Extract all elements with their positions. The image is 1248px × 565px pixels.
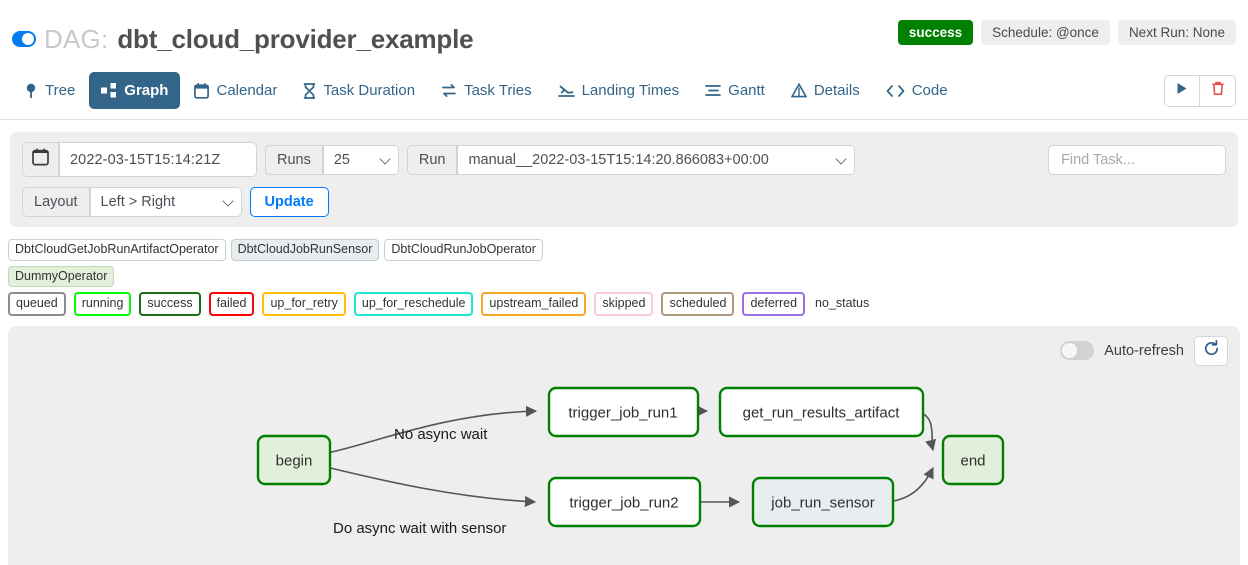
node-label: job_run_sensor [770,494,874,511]
node-label: end [960,452,985,469]
edge-begin-to-trigger1 [321,405,538,455]
gantt-icon [705,83,722,98]
graph-node-trigger-job-run1[interactable]: trigger_job_run1 [547,386,700,438]
calendar-icon [194,82,210,99]
refresh-button[interactable] [1194,335,1228,366]
graph-icon [101,83,117,98]
legend-state-up-for-reschedule: up_for_reschedule [353,292,474,316]
legend-state-skipped: skipped [594,292,654,316]
legend: DbtCloudGetJobRunArtifactOperator DbtClo… [8,239,1240,316]
legend-state-scheduled: scheduled [661,292,735,316]
tab-label: Code [911,82,948,99]
edge-begin-to-trigger2 [321,465,537,507]
base-date-input[interactable]: 2022-03-15T15:14:21Z [59,142,257,177]
tab-label: Task Duration [323,82,416,99]
tab-code[interactable]: Code [874,72,960,109]
num-runs-group: Runs 25 [265,144,399,175]
next-run-badge: Next Run: None [1117,19,1236,45]
layout-select[interactable]: Left > Right [89,187,242,217]
tab-label: Landing Times [581,82,680,99]
page-header: DAG: dbt_cloud_provider_example success … [0,0,1248,62]
graph-node-get-run-results-artifact[interactable]: get_run_results_artifact [718,386,925,438]
legend-operator-chip[interactable]: DummyOperator [8,265,115,288]
code-icon [886,84,905,98]
dag-tabbar: Tree Graph Calendar Task Duration Task T… [0,62,1248,120]
calendar-picker-button[interactable] [22,142,59,177]
run-group: Run manual__2022-03-15T15:14:20.866083+0… [406,144,856,175]
legend-states: queued running success failed up_for_ret… [8,292,1240,316]
landing-icon [557,83,575,98]
schedule-badge[interactable]: Schedule: @once [981,19,1110,45]
header-badges: success Schedule: @once Next Run: None [897,19,1236,45]
runs-label: Runs [265,144,323,175]
trash-icon [1211,81,1225,101]
graph-controls: Auto-refresh [1060,335,1228,366]
layout-row: Layout Left > Right Update [22,187,329,217]
tab-task-tries[interactable]: Task Tries [429,72,544,109]
retry-icon [441,83,457,98]
graph-node-trigger-job-run2[interactable]: trigger_job_run2 [547,476,702,528]
graph-node-job-run-sensor[interactable]: job_run_sensor [751,476,895,528]
tab-label: Details [813,82,860,99]
delete-dag-button[interactable] [1200,74,1236,107]
tab-label: Task Tries [464,82,532,99]
legend-state-no-status: no_status [813,294,876,314]
dag-run-select[interactable]: manual__2022-03-15T15:14:20.866083+00:00 [457,144,856,175]
num-runs-select[interactable]: 25 [322,144,399,175]
tab-label: Calendar [216,82,278,99]
legend-operator-chip[interactable]: DbtCloudRunJobOperator [384,239,543,261]
legend-operators: DbtCloudGetJobRunArtifactOperator DbtClo… [8,239,548,288]
dag-pause-toggle[interactable] [12,31,36,47]
edge-label-do-async-wait: Do async wait with sensor [333,520,506,537]
tab-gantt[interactable]: Gantt [693,72,777,109]
graph-toolbar: 2022-03-15T15:14:21Z Runs 25 Run manual_… [10,132,1238,227]
play-icon [1176,82,1188,100]
hourglass-icon [303,82,316,99]
tab-label: Gantt [728,82,765,99]
warning-triangle-icon [790,83,807,98]
legend-operator-chip[interactable]: DbtCloudJobRunSensor [230,239,380,261]
legend-state-up-for-retry: up_for_retry [262,292,346,316]
base-date-group: 2022-03-15T15:14:21Z [22,142,257,177]
graph-node-begin[interactable]: begin [256,434,332,486]
auto-refresh-toggle[interactable] [1060,341,1095,361]
tab-label: Tree [45,82,76,99]
layout-label: Layout [22,187,90,217]
legend-state-success: success [139,292,201,316]
legend-state-failed: failed [208,292,255,316]
node-label: begin [276,452,313,469]
dag-graph-canvas[interactable]: begin trigger_job_run1 get_run_results_a… [8,326,1240,565]
tab-task-duration[interactable]: Task Duration [291,72,427,109]
page-title: dbt_cloud_provider_example [117,23,474,54]
dag-action-buttons [1164,74,1236,107]
layout-group: Layout Left > Right [22,187,242,217]
tab-tree[interactable]: Tree [12,72,87,109]
node-label: get_run_results_artifact [743,404,901,421]
edge-label-no-async-wait: No async wait [394,426,488,443]
legend-state-deferred: deferred [742,292,806,316]
refresh-icon [1203,339,1220,362]
legend-state-running: running [73,292,132,316]
calendar-icon [32,148,49,171]
dag-prefix-label: DAG: [44,23,109,54]
find-task-input[interactable]: Find Task... [1048,144,1226,175]
legend-operator-chip[interactable]: DbtCloudGetJobRunArtifactOperator [8,239,226,261]
trigger-dag-button[interactable] [1164,74,1200,107]
run-label: Run [406,144,458,175]
status-badge: success [897,19,974,45]
tab-landing-times[interactable]: Landing Times [546,72,692,109]
tree-icon [24,83,38,99]
dag-graph-panel: Auto-refresh b [8,325,1240,565]
legend-state-queued: queued [8,292,66,316]
tab-calendar[interactable]: Calendar [182,72,289,109]
node-label: trigger_job_run1 [568,404,677,421]
auto-refresh-label: Auto-refresh [1104,342,1184,359]
node-label: trigger_job_run2 [569,494,678,511]
update-button[interactable]: Update [249,187,329,217]
tab-label: Graph [124,82,169,99]
legend-state-upstream-failed: upstream_failed [481,292,587,316]
graph-node-end[interactable]: end [941,434,1005,486]
tab-details[interactable]: Details [779,72,872,109]
tab-graph[interactable]: Graph [89,72,181,109]
